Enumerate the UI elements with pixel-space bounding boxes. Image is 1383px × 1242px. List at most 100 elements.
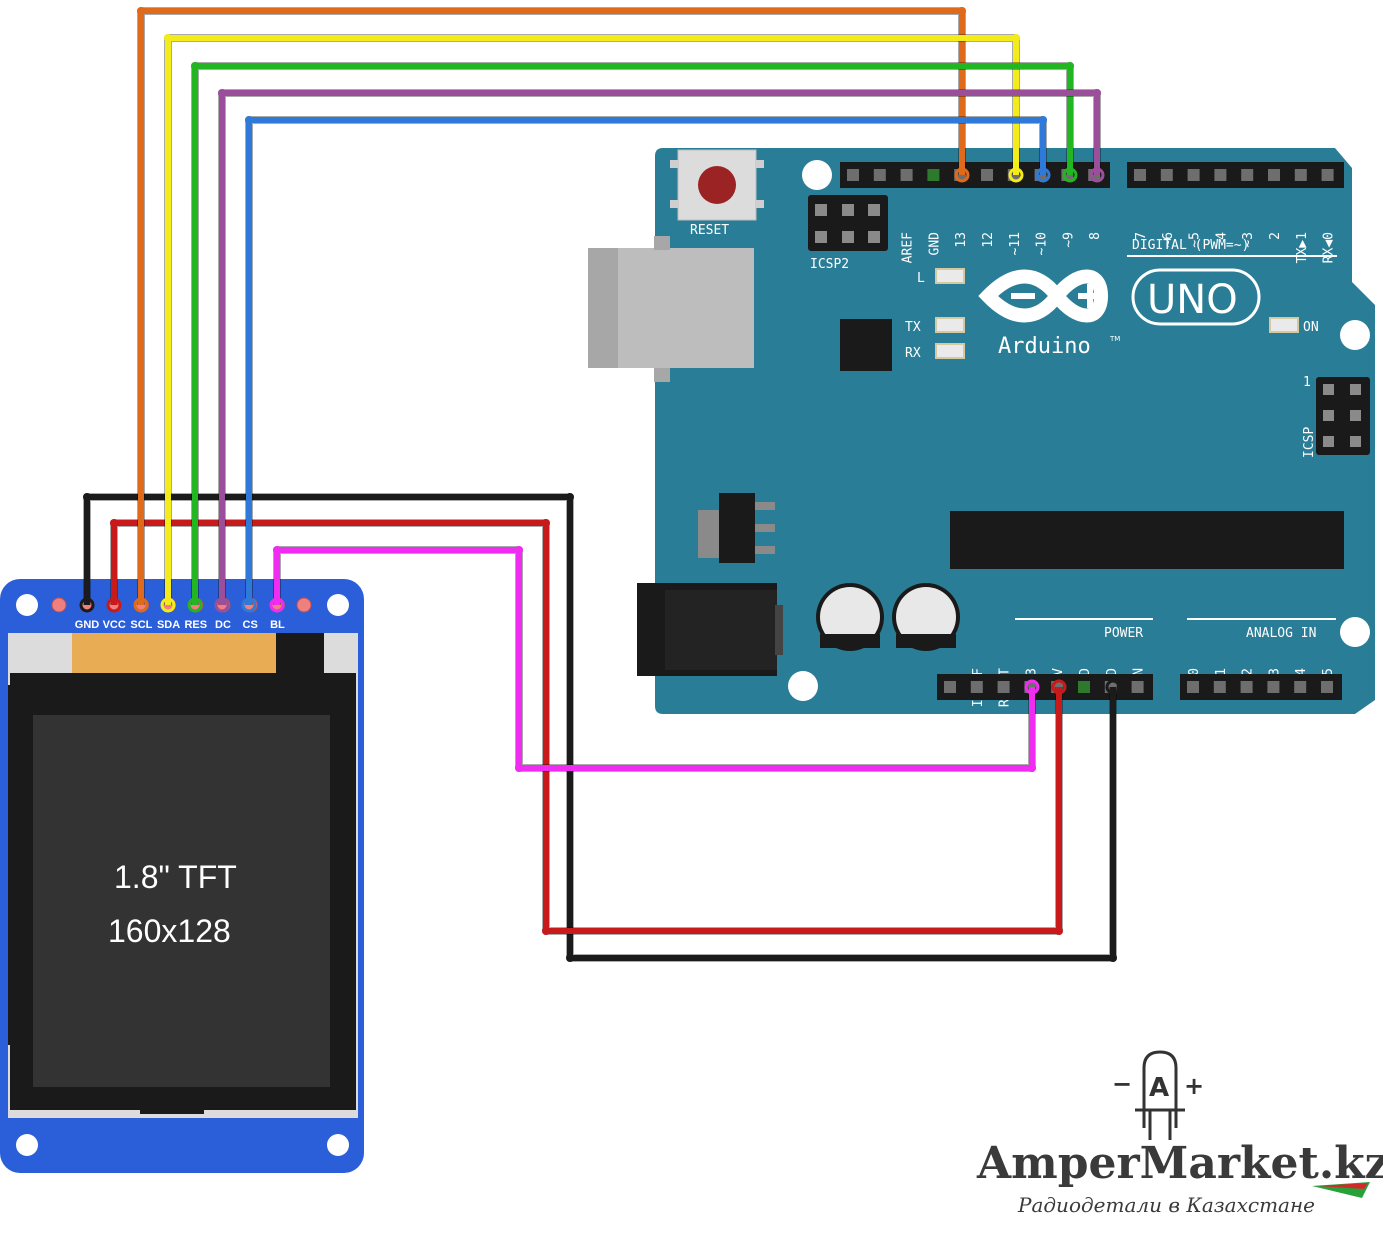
header-pin-0 — [944, 681, 956, 693]
led-l — [935, 268, 965, 284]
tft-mounting-hole — [327, 1134, 349, 1156]
capacitor — [892, 583, 960, 651]
tft-bezel-bottom-tab — [140, 1108, 204, 1114]
header-pin-5 — [1078, 681, 1090, 693]
tft-pin-label-dc: DC — [215, 619, 231, 631]
header-pin-1 — [1213, 681, 1226, 693]
led-on-label: ON — [1303, 320, 1319, 335]
tft-pin-label-cs: CS — [243, 619, 258, 631]
microcontroller-chip — [950, 511, 1344, 569]
header-pin-5 — [1321, 681, 1333, 693]
mounting-hole — [788, 671, 818, 701]
tft-mounting-hole — [16, 594, 38, 616]
header-pin-1 — [970, 681, 983, 693]
usb-chip — [840, 319, 892, 371]
led-on — [1269, 317, 1299, 333]
power-header — [937, 674, 1153, 700]
header-pin-1 — [1160, 169, 1173, 181]
pin-label: ~3 — [1241, 232, 1256, 248]
tft-mounting-hole — [327, 594, 349, 616]
header-pin-7 — [1321, 169, 1334, 181]
tft-dummy-pad — [296, 597, 312, 613]
tft-top-tab — [276, 633, 324, 673]
tft-pin-label-gnd: GND — [75, 619, 100, 631]
tft-pin-label-scl: SCL — [130, 619, 152, 631]
pin-label: 7 — [1134, 232, 1149, 240]
led-rx-label: RX — [905, 346, 921, 361]
led-tx-label: TX — [905, 320, 921, 335]
header-pin-2 — [1187, 169, 1200, 181]
header-pin-5 — [1268, 169, 1280, 181]
header-pin-0 — [847, 169, 859, 181]
icsp2-label: ICSP2 — [810, 257, 849, 272]
pin-label: GND — [927, 232, 942, 256]
tft-screen — [33, 715, 330, 1087]
analog-label: ANALOG IN — [1246, 626, 1316, 641]
tft-dummy-pad — [51, 597, 67, 613]
pin-label: ~6 — [1161, 232, 1176, 248]
header-pin-7 — [1131, 681, 1144, 693]
arduino-brand: Arduino — [998, 334, 1091, 359]
dc-power-jack — [637, 583, 783, 676]
uno-label: UNO — [1147, 277, 1238, 323]
icsp2-header — [808, 195, 888, 251]
pin-label: RX◀0 — [1322, 232, 1337, 263]
header-pin-4 — [1294, 681, 1307, 693]
logo-letter: A — [1149, 1073, 1169, 1103]
icsp-pin1-label: 1 — [1303, 375, 1311, 390]
uno-badge — [1131, 268, 1261, 326]
wire-vcc-red — [106, 519, 1067, 935]
arduino-logo — [978, 269, 1109, 323]
logo-plus: + — [1184, 1072, 1204, 1100]
mounting-hole — [1340, 320, 1370, 350]
mounting-hole — [1340, 617, 1370, 647]
mounting-hole — [802, 160, 832, 190]
header-pin-0 — [1134, 169, 1146, 181]
pin-label: 12 — [981, 232, 996, 248]
pin-label: 2 — [1268, 232, 1283, 240]
brand-swoosh-red — [1318, 1183, 1368, 1189]
wires — [79, 7, 1121, 962]
led-logo-icon — [1135, 1050, 1185, 1140]
analog-pins — [1187, 681, 1333, 693]
tft-pin-label-res: RES — [184, 619, 207, 631]
wire-gnd-black — [79, 493, 1121, 962]
wire-bl-magenta — [269, 546, 1040, 772]
wire-res-green — [187, 62, 1078, 613]
pin-label: TX▶1 — [1295, 232, 1310, 263]
header-pin-3 — [1267, 681, 1280, 693]
led-tx — [935, 317, 965, 333]
led-l-label: L — [917, 271, 925, 286]
header-pin-3 — [927, 169, 940, 181]
header-pin-4 — [1241, 169, 1254, 181]
digital-header-right — [1127, 162, 1344, 188]
header-pin-2 — [997, 681, 1010, 693]
pin-label: ~11 — [1008, 232, 1023, 255]
tft-bezel-left-notch — [8, 685, 22, 1045]
reset-button[interactable] — [670, 149, 764, 221]
icsp-label: ICSP — [1302, 427, 1317, 458]
wire-sda-yellow — [160, 34, 1024, 613]
reset-label: RESET — [690, 223, 729, 238]
led-rx — [935, 343, 965, 359]
capacitor — [816, 583, 884, 651]
arduino-tm: TM — [1109, 335, 1120, 343]
wire-cs-blue — [241, 116, 1051, 613]
brand-name: AmperMarket.kz — [976, 1138, 1383, 1189]
header-pin-5 — [981, 169, 993, 181]
pin-label: AREF — [901, 232, 916, 263]
tft-title: 1.8" TFT — [114, 859, 237, 895]
tft-mounting-hole — [16, 1134, 38, 1156]
header-pin-2 — [900, 169, 913, 181]
header-pin-6 — [1294, 169, 1307, 181]
analog-header — [1180, 674, 1342, 700]
pin-label: 4 — [1214, 232, 1229, 240]
pin-label: ~10 — [1035, 232, 1050, 255]
tft-pin-label-sda: SDA — [157, 619, 180, 631]
usb-connector — [588, 236, 754, 382]
tft-pin-label-vcc: VCC — [103, 619, 126, 631]
tft-pin-label-bl: BL — [270, 619, 285, 631]
header-pin-0 — [1187, 681, 1199, 693]
